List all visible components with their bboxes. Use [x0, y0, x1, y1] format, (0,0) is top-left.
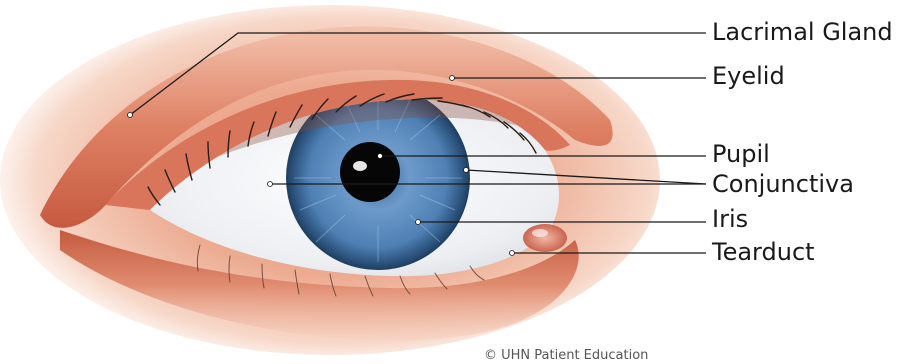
copyright-credit: © UHN Patient Education [484, 348, 648, 363]
label-pupil: Pupil [712, 142, 770, 166]
label-iris: Iris [712, 207, 748, 231]
label-conjunctiva: Conjunctiva [712, 172, 854, 196]
label-lacrimal-gland: Lacrimal Gland [712, 20, 893, 44]
label-eyelid: Eyelid [712, 64, 785, 88]
pupil [340, 142, 400, 202]
label-tearduct: Tearduct [712, 240, 815, 264]
pupil-highlight [353, 161, 367, 171]
caruncle [523, 224, 567, 252]
caruncle-highlight [532, 229, 548, 237]
